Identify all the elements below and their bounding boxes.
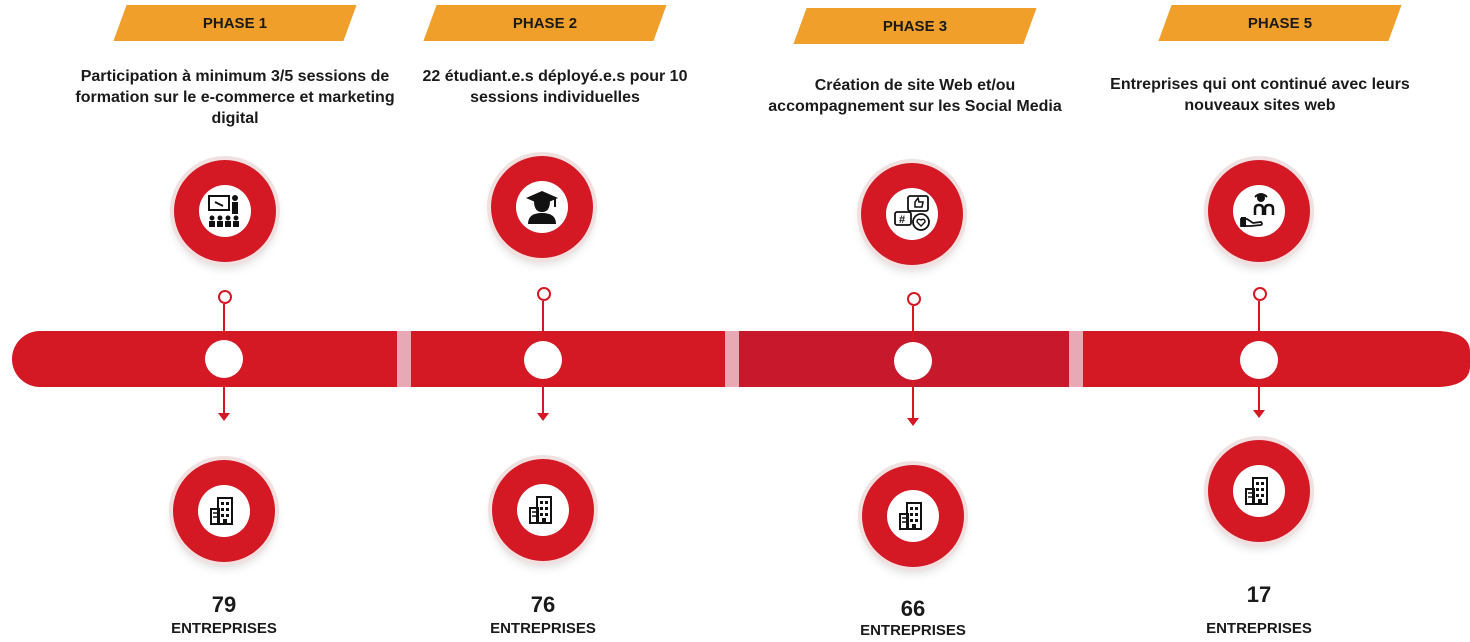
connector-arrow xyxy=(218,413,230,421)
social-media-icon: # xyxy=(894,195,930,231)
building-icon xyxy=(1245,477,1268,505)
connector-arrow xyxy=(1253,410,1265,418)
phase-5-tag: PHASE 5 xyxy=(1165,5,1395,41)
phase-3-count: 66 xyxy=(900,596,926,621)
svg-text:#: # xyxy=(899,214,905,226)
phase-2-count: 76 xyxy=(530,592,556,617)
phase-2-unit: ENTREPRISES xyxy=(490,620,596,637)
connector-ring xyxy=(1253,287,1267,301)
phase-3-unit: ENTREPRISES xyxy=(860,622,966,639)
building-icon xyxy=(210,497,233,525)
phase-3-result-badge xyxy=(862,465,964,567)
timeline-separator xyxy=(725,331,739,387)
timeline-node xyxy=(524,341,562,379)
phase-1-unit: ENTREPRISES xyxy=(171,620,277,637)
phase-2-tag: PHASE 2 xyxy=(430,5,660,41)
phase-5-result-badge xyxy=(1208,440,1310,542)
phase-1-count: 79 xyxy=(211,592,237,617)
timeline-separator xyxy=(397,331,411,387)
connector-arrow xyxy=(907,418,919,426)
training-presentation-icon xyxy=(208,195,239,227)
building-icon xyxy=(899,502,922,530)
phase-5-icon-badge xyxy=(1208,160,1310,262)
phase-1-result-badge xyxy=(173,460,275,562)
phase-5-count: 17 xyxy=(1246,582,1272,607)
timeline-node xyxy=(205,340,243,378)
connector-ring xyxy=(537,287,551,301)
phase-1-description: Participation à minimum 3/5 sessions de … xyxy=(75,68,395,127)
phase-1-icon-badge xyxy=(174,160,276,262)
phase-2-description: 22 étudiant.e.s déployé.e.s pour 10 sess… xyxy=(422,68,688,106)
phase-5-description: Entreprises qui ont continué avec leurs … xyxy=(1110,76,1410,114)
building-icon xyxy=(529,496,552,524)
timeline-node xyxy=(1240,341,1278,379)
connector-arrow xyxy=(537,413,549,421)
graduate-icon xyxy=(526,191,558,224)
phase-1-tag: PHASE 1 xyxy=(120,5,350,41)
connector-ring xyxy=(218,290,232,304)
phase-2-result-badge xyxy=(492,459,594,561)
phase-3-icon-badge: # xyxy=(861,163,963,265)
phase-5-unit: ENTREPRISES xyxy=(1206,620,1312,637)
support-hand-icon xyxy=(1240,193,1275,227)
phase-2-icon-badge xyxy=(491,156,593,258)
timeline-node xyxy=(894,342,932,380)
connector-ring xyxy=(907,292,921,306)
phase-3-description: Création de site Web et/ou accompagnemen… xyxy=(768,77,1062,115)
phase-3-tag: PHASE 3 xyxy=(800,8,1030,44)
timeline-separator xyxy=(1069,331,1083,387)
